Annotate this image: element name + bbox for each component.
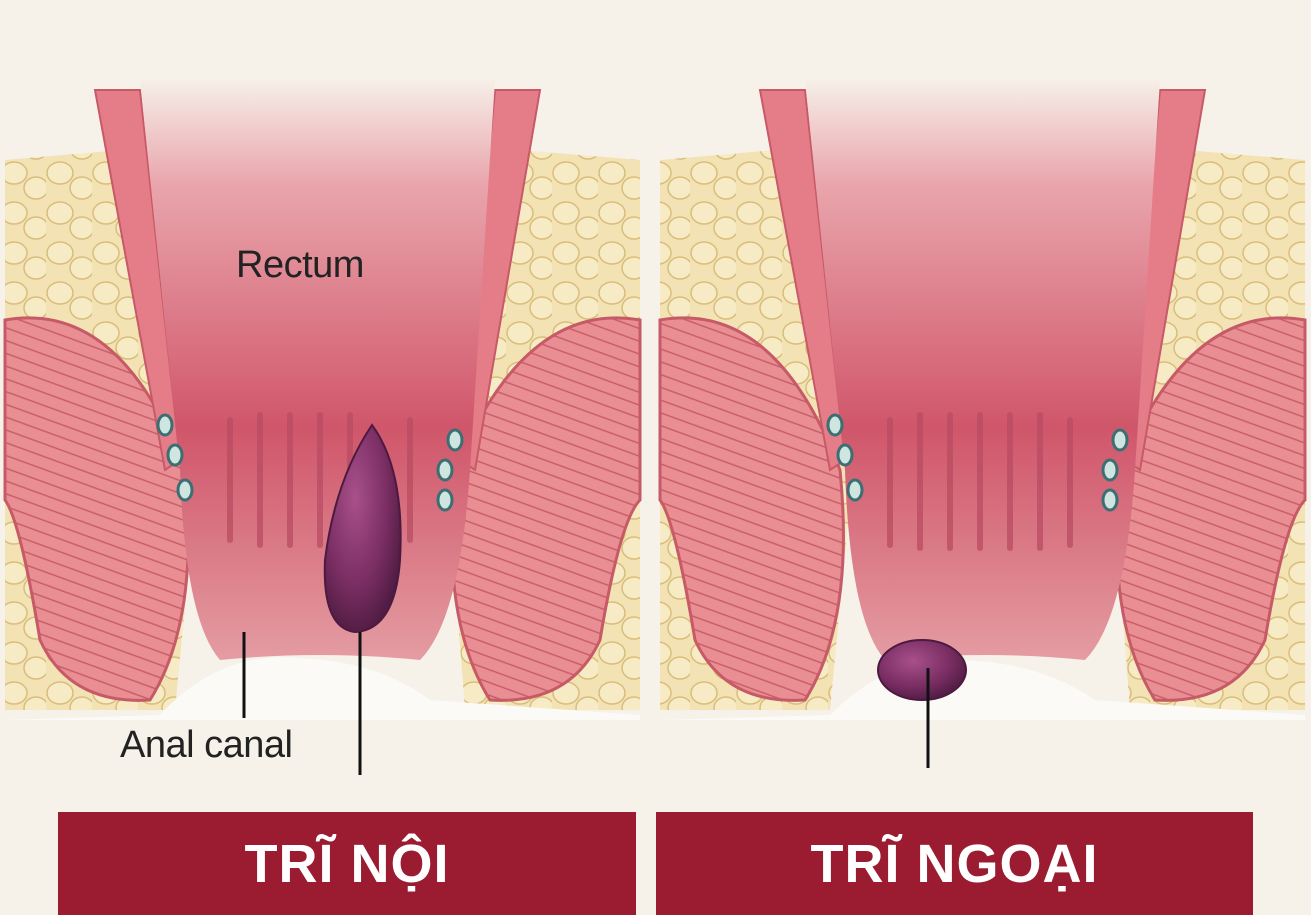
rectum-label: Rectum (236, 244, 364, 287)
internal-hemorrhoid-title: TRĨ NỘI (245, 833, 450, 895)
left-rectum-lumen (140, 80, 495, 660)
left-anatomy-panel (5, 80, 640, 775)
external-hemorrhoid-banner: TRĨ NGOẠI (656, 812, 1253, 915)
internal-hemorrhoid-banner: TRĨ NỘI (58, 812, 636, 915)
right-anatomy-panel (660, 80, 1305, 768)
anal-canal-label: Anal canal (120, 724, 292, 767)
external-hemorrhoid (878, 640, 966, 700)
right-anal-columns (890, 415, 1070, 548)
external-hemorrhoid-title: TRĨ NGOẠI (811, 833, 1099, 895)
right-rectum-lumen (805, 80, 1160, 660)
